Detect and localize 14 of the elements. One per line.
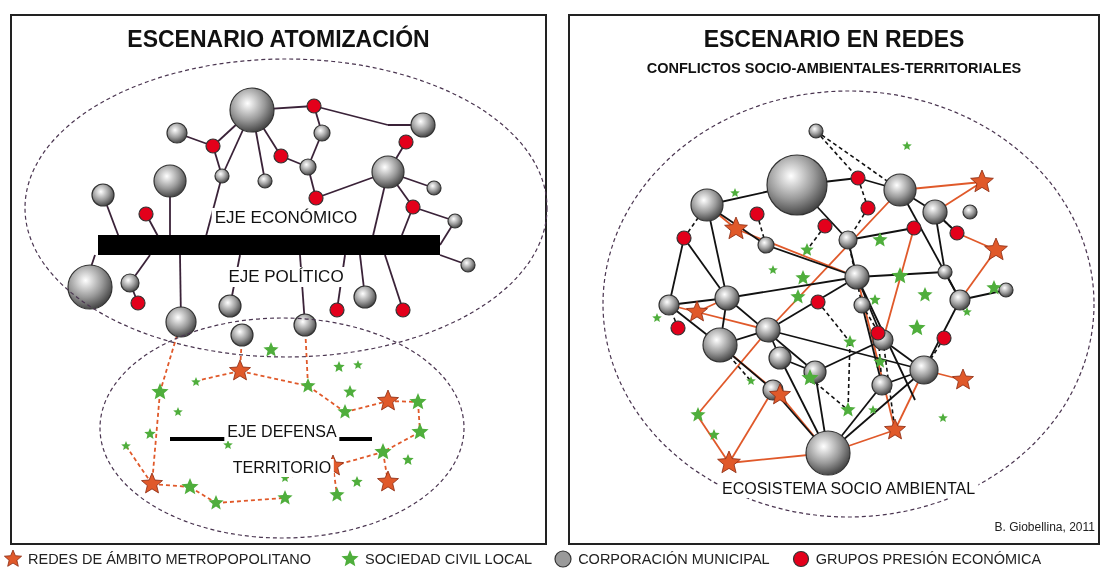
panel-title: ESCENARIO EN REDES [702, 26, 966, 53]
dashed-ellipse [24, 58, 548, 358]
panel-title: ESCENARIO ATOMIZACIÓN [126, 26, 431, 53]
legend-label: GRUPOS PRESIÓN ECONÓMICA [815, 551, 1042, 567]
region-label: ECOSISTEMA SOCIO AMBIENTAL [718, 480, 979, 498]
dashed-ellipse [602, 90, 1095, 518]
panel-subtitle: CONFLICTOS SOCIO-AMBIENTALES-TERRITORIALES [645, 60, 1023, 76]
legend-label: SOCIEDAD CIVIL LOCAL [365, 551, 533, 567]
region-label: EJE DEFENSA [224, 423, 340, 441]
scenario-panel [568, 14, 1100, 545]
scenario-panel [10, 14, 547, 545]
legend-label: REDES DE ÁMBITO METROPOPOLITANO [28, 551, 312, 567]
dashed-ellipse [99, 317, 465, 539]
legend-label: CORPORACIÓN MUNICIPAL [578, 551, 770, 567]
